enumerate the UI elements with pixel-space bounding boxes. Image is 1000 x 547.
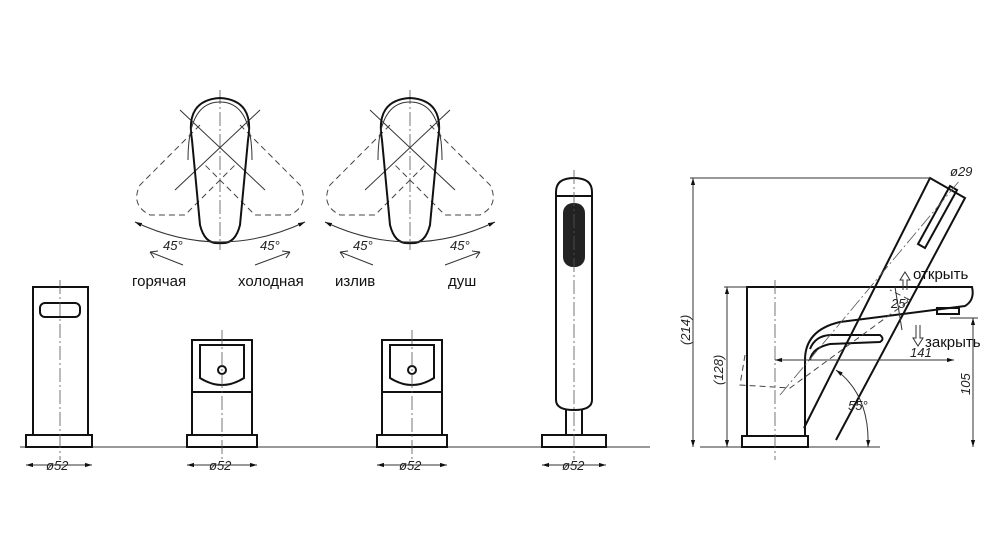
spout-height-dim: 105 <box>958 373 973 395</box>
close-arrow-icon <box>912 325 924 347</box>
angle-right-label: 45° <box>450 238 470 253</box>
handle1-diameter: ø52 <box>209 458 232 473</box>
cold-label: холодная <box>238 273 304 290</box>
spout-label: излив <box>335 273 375 290</box>
angle-left-label: 45° <box>163 238 183 253</box>
handle2-front-view: ø52 <box>376 330 448 473</box>
arrow-hot-icon <box>149 250 184 266</box>
spout-front-view: ø52 <box>25 280 93 473</box>
shower-diameter: ø52 <box>562 458 585 473</box>
diverter-lever-view: 45° 45° излив душ <box>324 90 496 290</box>
close-label: закрыть <box>925 334 981 351</box>
side-view: (214) (128) 105 141 25° 55° ø29 открыть … <box>678 164 981 460</box>
shower-angle-dim: 55° <box>848 398 868 413</box>
angle-left-label: 45° <box>353 238 373 253</box>
body-height-dim: (128) <box>711 355 726 385</box>
shower-front-view: ø52 <box>541 170 607 473</box>
open-label: открыть <box>913 266 968 283</box>
total-height-dim: (214) <box>678 315 693 345</box>
arrow-spout-icon <box>339 250 374 266</box>
arrow-cold-icon <box>254 250 291 266</box>
spout-reach-dim: 141 <box>910 345 932 360</box>
temperature-lever-view: 45° 45° горячая холодная <box>132 90 306 290</box>
handle2-diameter: ø52 <box>399 458 422 473</box>
shower-diameter-dim: ø29 <box>950 164 972 179</box>
shower-label: душ <box>448 273 476 290</box>
handle1-front-view: ø52 <box>186 330 258 473</box>
hot-label: горячая <box>132 273 186 290</box>
spout-diameter: ø52 <box>46 458 69 473</box>
angle-right-label: 45° <box>260 238 280 253</box>
arrow-shower-icon <box>444 250 481 266</box>
lever-angle-dim: 25° <box>890 296 911 311</box>
open-arrow-icon <box>899 271 911 290</box>
